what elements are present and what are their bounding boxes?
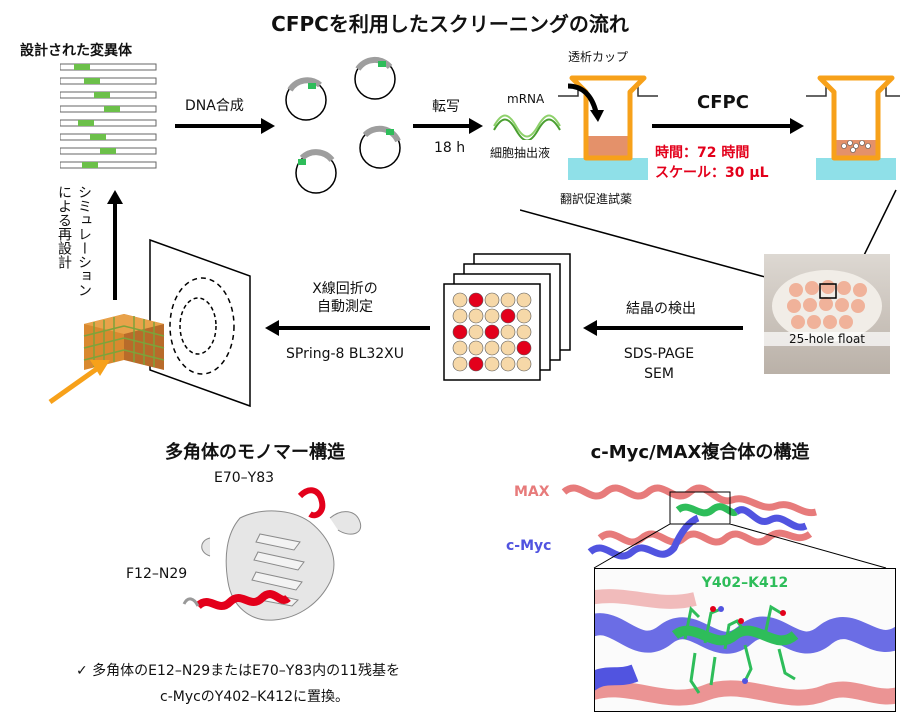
cfpc-label: CFPC <box>697 92 749 113</box>
region-label: Y402–K412 <box>701 575 789 591</box>
label-e70-y83: E70–Y83 <box>214 470 275 486</box>
mrna-wave <box>493 114 561 140</box>
redesign-label: シミュレーション による再設計 <box>54 185 94 315</box>
note-line-2: c-MycのY402–K412に置換。 <box>160 689 349 705</box>
float-photo <box>764 254 890 374</box>
transcription-label: 転写 <box>432 99 460 115</box>
redesign-line-2: による再設計 <box>56 185 72 269</box>
float-label: 25-hole float <box>764 332 890 346</box>
arrow-cfpc <box>652 118 804 134</box>
zoom-lines-complex <box>593 524 887 569</box>
time-label: 時間：72 時間 <box>655 145 750 161</box>
sds-page-label: SDS-PAGE <box>623 346 695 362</box>
complex-heading: c-Myc/MAX複合体の構造 <box>590 442 810 463</box>
note-line-1: ✓ 多角体のE12–N29またはE70–Y83内の11残基を <box>76 663 400 679</box>
zoomed-region-image <box>595 589 895 706</box>
mutant-gene-bars <box>60 63 157 169</box>
max-label: MAX <box>514 484 550 500</box>
arrow-crystal-detection <box>583 320 743 336</box>
sem-label: SEM <box>644 366 674 382</box>
zoomed-region-box: Y402–K412 <box>594 568 896 712</box>
dialysis-cup-1 <box>558 75 658 180</box>
monomer-structure <box>182 487 362 621</box>
arrow-xray <box>265 320 430 336</box>
mrna-label: mRNA <box>507 92 545 106</box>
crystal-cube <box>83 314 165 370</box>
crystal-plates <box>443 253 571 381</box>
translation-reagent-label: 翻訳促進試薬 <box>560 192 633 206</box>
redesign-line-1: シミュレーション <box>76 185 92 297</box>
page-title: CFPCを利用したスクリーニングの流れ <box>271 12 629 36</box>
dialysis-cup-2 <box>806 75 900 180</box>
cell-extract-label: 細胞抽出液 <box>490 146 551 160</box>
scale-label: スケール：30 µL <box>655 165 769 181</box>
transcription-time: 18 h <box>434 140 466 156</box>
cmyc-label: c-Myc <box>506 538 552 554</box>
arrow-dna-synthesis <box>175 118 275 134</box>
arrow-redesign <box>107 190 123 300</box>
monomer-heading: 多角体のモノマー構造 <box>165 442 345 463</box>
xray-label-2: 自動測定 <box>317 299 373 315</box>
crystal-detection-label: 結晶の検出 <box>626 301 696 317</box>
plasmid-group <box>285 56 401 194</box>
xray-label-1: X線回折の <box>312 281 378 297</box>
label-f12-n29: F12–N29 <box>126 566 188 582</box>
design-label: 設計された変異体 <box>20 43 132 59</box>
beamline-label: SPring-8 BL32XU <box>286 346 404 362</box>
complex-helices <box>561 484 817 560</box>
diffraction-setup <box>48 238 251 408</box>
dialysis-cup-label: 透析カップ <box>568 50 629 64</box>
arrow-transcription <box>413 118 483 134</box>
dna-synthesis-label: DNA合成 <box>185 98 244 114</box>
